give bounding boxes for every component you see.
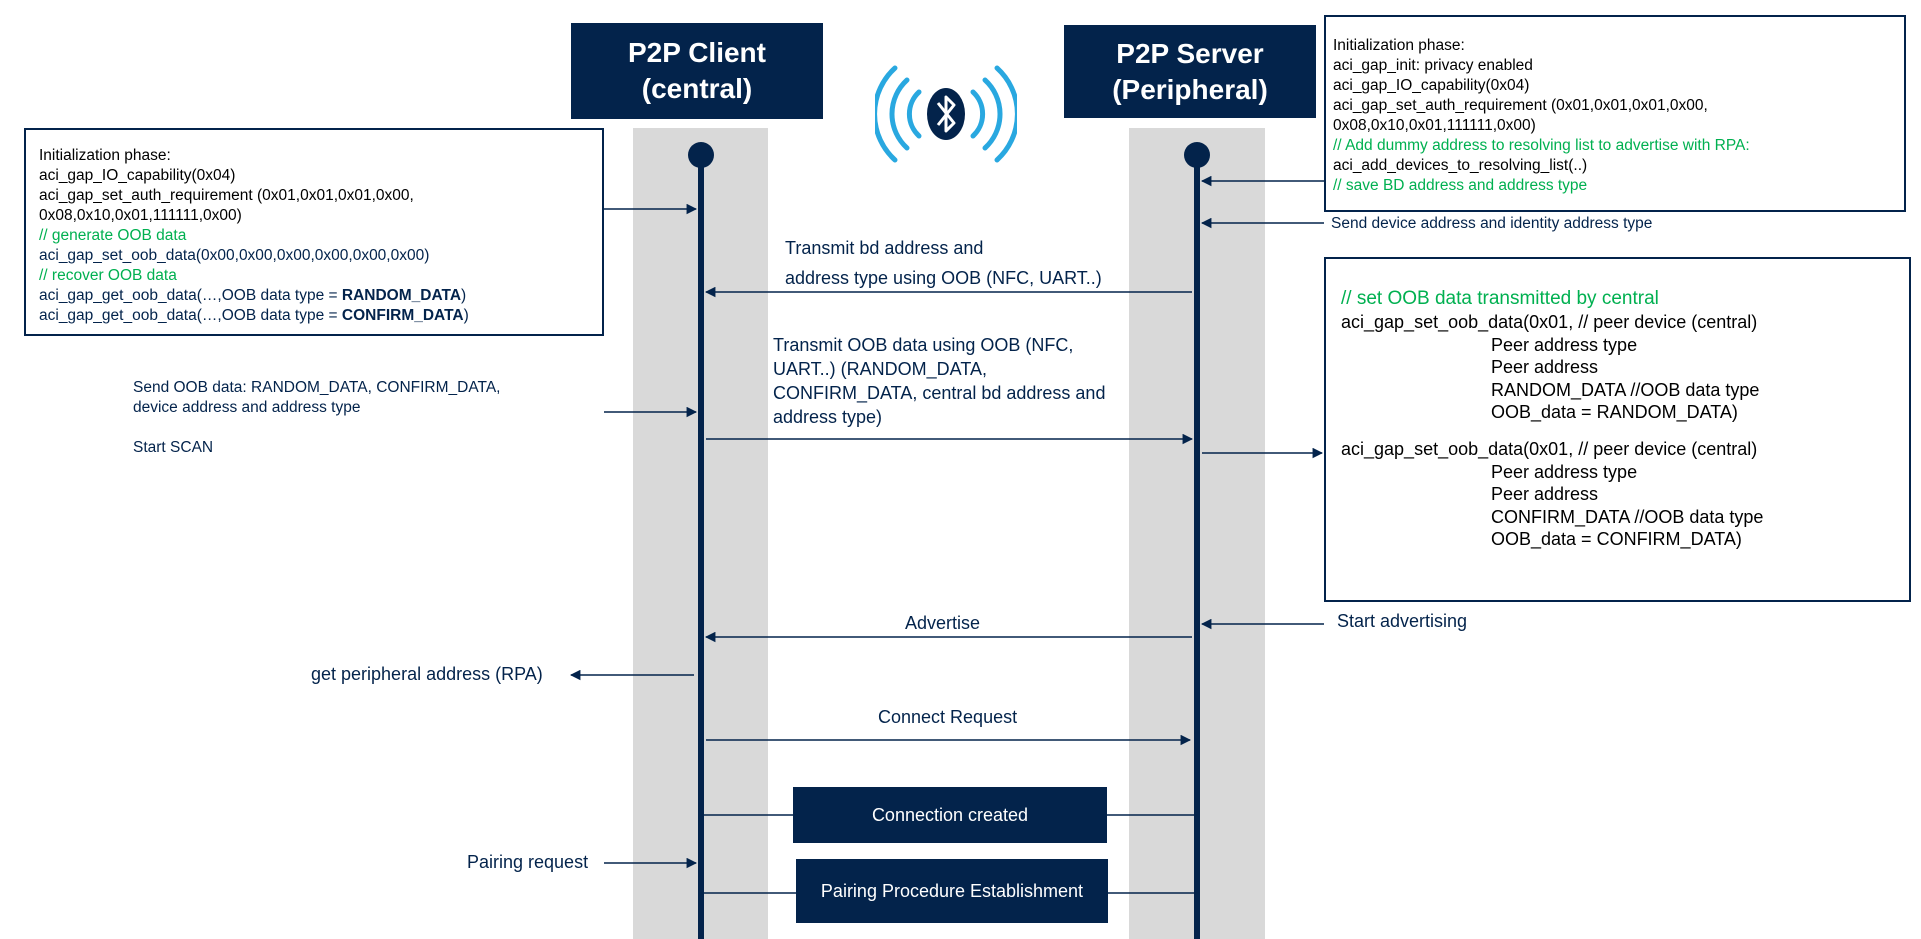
server-subtitle: (Peripheral)	[1112, 73, 1268, 105]
server-oob-line-text: RANDOM_DATA //OOB data type	[1491, 379, 1760, 400]
server-oob-line: Peer address	[1341, 483, 1909, 506]
server-init-line-text: // Add dummy address to resolving list t…	[1333, 137, 1750, 154]
server-oob-line: RANDOM_DATA //OOB data type	[1341, 379, 1909, 402]
client-init-line-text: 0x08,0x10,0x01,111111,0x00)	[39, 207, 242, 224]
server-oob-line-text: Peer address type	[1491, 461, 1638, 482]
server-oob-line: // set OOB data transmitted by central	[1341, 287, 1909, 311]
advertise-label: Advertise	[905, 613, 981, 633]
client-lifeline	[698, 150, 704, 939]
server-init-line: Initialization phase:	[1333, 36, 1904, 56]
server-init-line: aci_gap_set_auth_requirement (0x01,0x01,…	[1333, 96, 1904, 116]
server-oob-line-text: Peer address type	[1491, 334, 1638, 355]
server-oob-line: Peer address	[1341, 356, 1909, 379]
server-init-line-text: aci_gap_set_auth_requirement (0x01,0x01,…	[1333, 97, 1708, 114]
server-header: P2P Server (Peripheral)	[1064, 25, 1316, 118]
server-oob-line-text: aci_gap_set_oob_data(0x01, // peer devic…	[1341, 438, 1758, 459]
server-oob-box: // set OOB data transmitted by central ac…	[1324, 257, 1911, 602]
client-header: P2P Client (central)	[571, 23, 823, 119]
server-init-line-text: aci_gap_IO_capability(0x04)	[1333, 77, 1530, 94]
server-init-box: Initialization phase: aci_gap_init: priva…	[1324, 15, 1906, 212]
client-init-line-emphasis: RANDOM_DATA	[341, 287, 462, 304]
server-oob-line-text: CONFIRM_DATA //OOB data type	[1491, 506, 1764, 527]
client-init-line: aci_gap_get_oob_data(…,OOB data type = C…	[39, 306, 602, 326]
start-advertising-note: Start advertising	[1337, 611, 1468, 631]
client-init-line: aci_gap_get_oob_data(…,OOB data type = R…	[39, 286, 602, 306]
server-oob-line-text: OOB_data = RANDOM_DATA)	[1491, 402, 1738, 423]
server-init-line: aci_gap_IO_capability(0x04)	[1333, 76, 1904, 96]
transmit-oob-data-label: Transmit OOB data using OOB (NFC, UART..…	[773, 335, 1106, 427]
server-init-line: aci_gap_init: privacy enabled	[1333, 56, 1904, 76]
server-oob-line-text: // set OOB data transmitted by central	[1341, 288, 1659, 309]
server-init-line: // save BD address and address type	[1333, 176, 1904, 196]
server-oob-line-text: OOB_data = CONFIRM_DATA)	[1491, 529, 1742, 550]
server-init-line-text: aci_add_devices_to_resolving_list(..)	[1333, 157, 1588, 174]
server-init-line-text: aci_gap_init: privacy enabled	[1333, 57, 1533, 74]
server-oob-line: aci_gap_set_oob_data(0x01, // peer devic…	[1341, 438, 1909, 461]
client-init-line-tail: )	[461, 287, 467, 304]
client-init-line-text: aci_gap_get_oob_data(…,OOB data type =	[39, 307, 342, 324]
client-title: P2P Client	[628, 37, 766, 68]
server-oob-line: OOB_data = CONFIRM_DATA)	[1341, 528, 1909, 551]
server-init-line: aci_add_devices_to_resolving_list(..)	[1333, 156, 1904, 176]
client-init-box: Initialization phase: aci_gap_IO_capabili…	[24, 128, 604, 336]
client-init-line: Initialization phase:	[39, 146, 602, 166]
client-init-line-emphasis: CONFIRM_DATA	[341, 307, 464, 324]
client-init-line-text: Initialization phase:	[39, 147, 171, 164]
client-init-line-text: aci_gap_get_oob_data(…,OOB data type =	[39, 287, 342, 304]
connection-created-block: Connection created	[793, 787, 1107, 843]
client-init-line: 0x08,0x10,0x01,111111,0x00)	[39, 206, 602, 226]
client-init-line: // recover OOB data	[39, 266, 602, 286]
server-oob-line: OOB_data = RANDOM_DATA)	[1341, 401, 1909, 424]
server-oob-line: Peer address type	[1341, 461, 1909, 484]
server-oob-line: aci_gap_set_oob_data(0x01, // peer devic…	[1341, 311, 1909, 334]
server-oob-line: Peer address type	[1341, 334, 1909, 357]
server-oob-line-text: Peer address	[1491, 484, 1599, 505]
client-init-line: aci_gap_set_auth_requirement (0x01,0x01,…	[39, 186, 602, 206]
server-init-line-text: Initialization phase:	[1333, 37, 1465, 54]
send-device-address-note: Send device address and identity address…	[1331, 215, 1653, 232]
client-subtitle: (central)	[641, 73, 753, 104]
server-init-line: // Add dummy address to resolving list t…	[1333, 136, 1904, 156]
server-init-line-text: // save BD address and address type	[1333, 177, 1588, 194]
server-oob-line-text: Peer address	[1491, 357, 1599, 378]
client-init-line-text: aci_gap_IO_capability(0x04)	[39, 167, 236, 184]
send-oob-note: Send OOB data: RANDOM_DATA, CONFIRM_DATA…	[133, 379, 501, 456]
connect-request-label: Connect Request	[878, 707, 1018, 727]
server-lifeline-start	[1184, 142, 1210, 168]
server-title: P2P Server	[1116, 37, 1264, 69]
bluetooth-icon	[875, 65, 1017, 163]
client-init-line: aci_gap_IO_capability(0x04)	[39, 166, 602, 186]
client-init-line-text: // generate OOB data	[39, 227, 187, 244]
transmit-bd-address-label: Transmit bd address and address type usi…	[785, 238, 1102, 288]
client-init-line-text: // recover OOB data	[39, 267, 177, 284]
server-init-line-text: 0x08,0x10,0x01,111111,0x00)	[1333, 117, 1536, 134]
server-oob-line: CONFIRM_DATA //OOB data type	[1341, 506, 1909, 529]
server-oob-line-text: aci_gap_set_oob_data(0x01, // peer devic…	[1341, 312, 1758, 332]
server-init-line: 0x08,0x10,0x01,111111,0x00)	[1333, 116, 1904, 136]
client-init-line-text: aci_gap_set_auth_requirement (0x01,0x01,…	[39, 187, 414, 204]
pairing-request-note: Pairing request	[467, 852, 589, 872]
client-init-line-tail: )	[463, 307, 469, 324]
server-lifeline	[1194, 150, 1200, 939]
client-init-line-text: aci_gap_set_oob_data(0x00,0x00,0x00,0x00…	[39, 247, 430, 264]
pairing-procedure-block: Pairing Procedure Establishment	[796, 859, 1108, 923]
client-init-line: // generate OOB data	[39, 226, 602, 246]
client-lifeline-start	[688, 142, 714, 168]
client-init-line: aci_gap_set_oob_data(0x00,0x00,0x00,0x00…	[39, 246, 602, 266]
get-peripheral-address-note: get peripheral address (RPA)	[311, 664, 543, 684]
